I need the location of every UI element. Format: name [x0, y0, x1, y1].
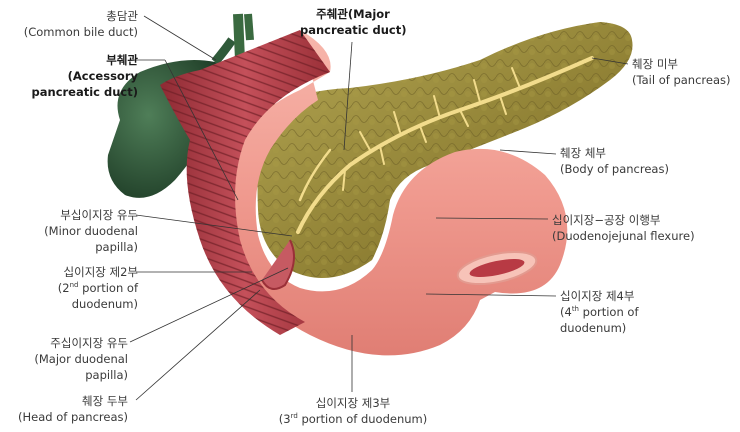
- minor-papilla-ko: 부십이지장 유두: [60, 208, 138, 222]
- main-duct-ko: 주췌관(Major: [316, 7, 390, 21]
- label-main-duct: 주췌관(Major pancreatic duct): [300, 6, 406, 38]
- second-portion-en1: (2nd portion of: [58, 280, 138, 296]
- pancreatic-duct-shape: [296, 56, 594, 234]
- common-bile-duct-en: (Common bile duct): [23, 25, 138, 39]
- accessory-duct-ko: 부췌관: [106, 53, 138, 67]
- head-ko: 췌장 두부: [82, 394, 128, 408]
- third-portion-sup: rd: [290, 412, 298, 421]
- body-en: (Body of pancreas): [560, 162, 669, 176]
- second-portion-pre: (2: [57, 281, 70, 295]
- flexure-en: (Duodenojejunal flexure): [552, 229, 695, 243]
- fourth-portion-en2: duodenum): [560, 321, 627, 335]
- main-duct-en: pancreatic duct): [300, 23, 407, 37]
- major-papilla-ko: 주십이지장 유두: [50, 336, 128, 350]
- label-accessory-duct: 부췌관 (Accessory pancreatic duct): [32, 52, 138, 100]
- label-tail: 췌장 미부 (Tail of pancreas): [632, 56, 730, 88]
- minor-papilla-en1: (Minor duodenal: [44, 224, 138, 238]
- second-portion-en2: duodenum): [71, 297, 138, 311]
- third-portion-ko: 십이지장 제3부: [315, 396, 391, 410]
- pancreas-shape: [257, 22, 633, 278]
- flexure-ko: 십이지장−공장 이행부: [552, 213, 661, 227]
- major-papilla-en2: papilla): [85, 368, 128, 382]
- body-ko: 췌장 체부: [560, 146, 606, 160]
- label-head: 췌장 두부 (Head of pancreas): [18, 393, 128, 425]
- fourth-portion-post: portion of: [579, 305, 639, 319]
- minor-papilla-en2: papilla): [95, 240, 138, 254]
- label-second-portion: 십이지장 제2부 (2nd portion of duodenum): [58, 264, 138, 312]
- major-papilla-en1: (Major duodenal: [34, 352, 128, 366]
- leader-lines: [129, 15, 629, 401]
- fourth-portion-ko: 십이지장 제4부: [560, 289, 635, 303]
- accessory-duct-en2: pancreatic duct): [31, 85, 138, 99]
- tail-ko: 췌장 미부: [632, 57, 678, 71]
- fourth-portion-pre: (4: [560, 305, 572, 319]
- accessory-duct-en1: (Accessory: [67, 69, 138, 83]
- head-en: (Head of pancreas): [18, 410, 128, 424]
- fourth-portion-sup: th: [571, 305, 579, 314]
- third-portion-en: (3rd portion of duodenum): [268, 411, 438, 427]
- label-minor-papilla: 부십이지장 유두 (Minor duodenal papilla): [44, 207, 138, 255]
- label-fourth-portion: 십이지장 제4부 (4th portion of duodenum): [560, 288, 639, 336]
- label-common-bile-duct: 총담관 (Common bile duct): [24, 8, 138, 40]
- second-portion-ko: 십이지장 제2부: [63, 265, 138, 279]
- label-major-papilla: 주십이지장 유두 (Major duodenal papilla): [34, 335, 128, 383]
- label-third-portion: 십이지장 제3부 (3rd portion of duodenum): [268, 395, 438, 427]
- fourth-portion-en1: (4th portion of: [560, 304, 639, 320]
- tail-en: (Tail of pancreas): [632, 73, 731, 87]
- second-portion-sup: nd: [69, 281, 79, 290]
- label-flexure: 십이지장−공장 이행부 (Duodenojejunal flexure): [552, 212, 695, 244]
- third-portion-pre: (3: [278, 412, 291, 426]
- common-bile-duct-ko: 총담관: [106, 9, 138, 23]
- label-body: 췌장 체부 (Body of pancreas): [560, 145, 669, 177]
- third-portion-post: portion of duodenum): [297, 412, 428, 426]
- second-portion-post: portion of: [78, 281, 138, 295]
